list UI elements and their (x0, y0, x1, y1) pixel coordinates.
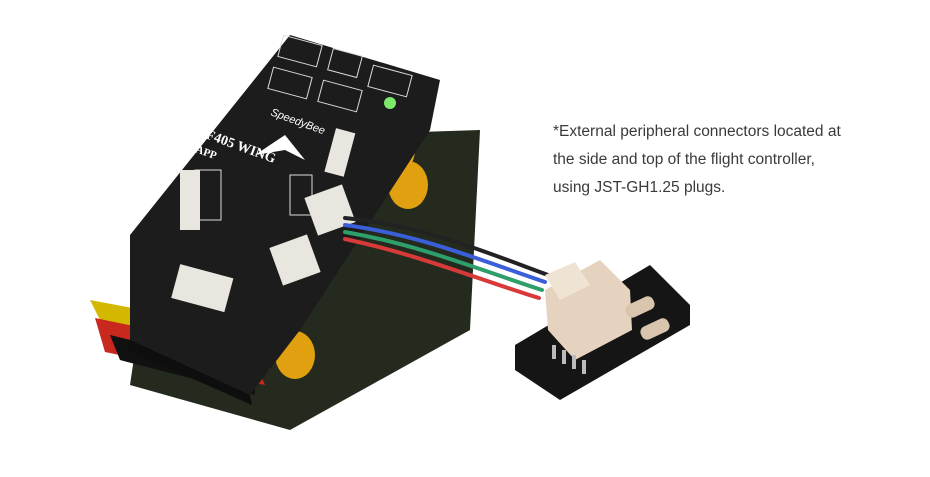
connector-caption: *External peripheral connectors located … (553, 118, 893, 202)
airspeed-sensor-module (515, 260, 690, 400)
caption-line: the side and top of the flight controlle… (553, 151, 815, 168)
status-led (384, 97, 396, 109)
board-connectors (171, 128, 356, 313)
silkscreen-labels (194, 34, 413, 221)
pcb-edge (128, 340, 252, 405)
jst-cable (343, 216, 550, 300)
caption-line: using JST-GH1.25 plugs. (553, 179, 726, 196)
brand-logo-mark (255, 135, 305, 160)
caption-line: *External peripheral connectors located … (553, 123, 841, 140)
